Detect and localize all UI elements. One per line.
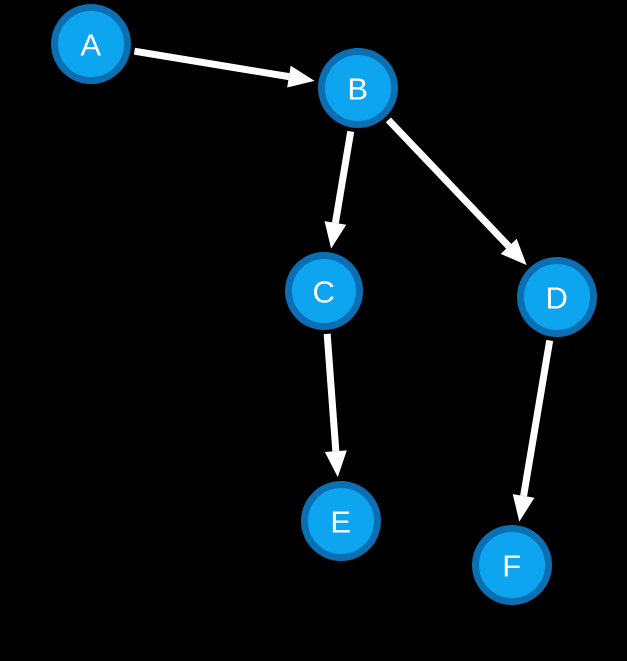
graph-node-c[interactable]: C <box>285 252 363 330</box>
nodes-layer: A B C D E F <box>51 4 597 605</box>
edge-line <box>520 339 554 497</box>
graph-edge-c-e[interactable] <box>323 333 347 478</box>
node-label: A <box>80 28 101 63</box>
graph-edge-b-d[interactable] <box>385 117 527 266</box>
edge-line <box>133 47 290 81</box>
graph-node-a[interactable]: A <box>51 4 131 84</box>
node-circle <box>472 525 552 605</box>
graph-edge-b-c[interactable] <box>324 130 355 249</box>
edge-line <box>331 130 355 224</box>
edge-line <box>323 333 340 452</box>
node-label: B <box>347 72 368 107</box>
edge-arrowhead <box>324 221 347 249</box>
graph-node-d[interactable]: D <box>517 257 597 337</box>
edge-line <box>385 117 512 249</box>
edges-layer <box>133 47 554 522</box>
node-circle <box>318 48 398 128</box>
edge-arrowhead <box>287 65 315 88</box>
node-label: F <box>502 549 521 584</box>
graph-node-e[interactable]: E <box>301 481 381 561</box>
edge-arrowhead <box>500 238 527 266</box>
edge-arrowhead <box>512 494 535 522</box>
graph-edge-a-b[interactable] <box>133 47 315 88</box>
node-label: E <box>330 505 351 540</box>
node-label: C <box>313 275 336 310</box>
node-label: D <box>546 281 569 316</box>
node-circle <box>517 257 597 337</box>
graph-node-f[interactable]: F <box>472 525 552 605</box>
graph-edge-d-f[interactable] <box>512 339 554 522</box>
graph-node-b[interactable]: B <box>318 48 398 128</box>
node-circle <box>285 252 363 330</box>
node-circle <box>301 481 381 561</box>
node-circle <box>51 4 131 84</box>
edge-arrowhead <box>324 450 347 478</box>
